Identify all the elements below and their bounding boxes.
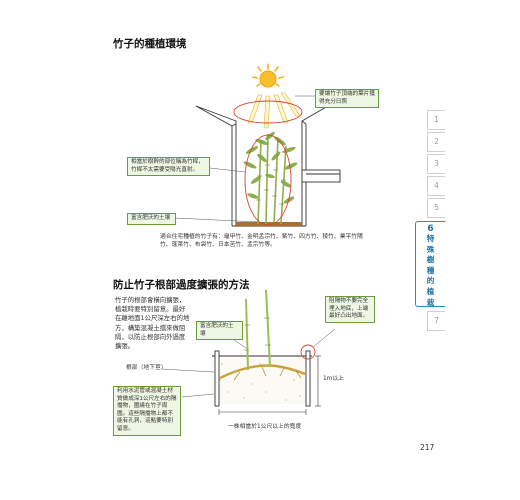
side-tab-1[interactable]: 1 — [427, 110, 445, 130]
bamboo-culms — [245, 289, 271, 371]
side-tab-6-char: 栽 — [426, 297, 435, 307]
barrier-left — [214, 350, 220, 407]
label-barrier-edge: 阻隔物不要完全埋入地底，上端最好凸出地面。 — [325, 296, 375, 323]
house-walls-left — [195, 105, 237, 226]
side-tab-6-number: 6 — [427, 224, 434, 234]
side-tab-6-char: 的 — [426, 276, 435, 286]
label-sun: 要讓竹子頂端的葉片獲得充分日照 — [315, 89, 379, 109]
width-dimension — [218, 409, 307, 415]
leader-wall — [209, 167, 246, 173]
side-tab-6-char: 種 — [426, 265, 435, 275]
soil-section — [212, 355, 312, 404]
side-tab-3[interactable]: 3 — [427, 154, 445, 174]
label-soil-1: 富含肥沃的土壤 — [127, 213, 176, 225]
side-tab-2[interactable]: 2 — [427, 132, 445, 152]
label-culm: 相當於樹幹的部位稱為竹桿，竹桿不太需要受陽光直射。 — [127, 157, 210, 177]
barrier-right — [305, 350, 311, 407]
side-tab-6-active[interactable]: 6 特 殊 樹 種 的 植 栽 — [415, 221, 445, 307]
side-tab-4[interactable]: 4 — [427, 176, 445, 196]
leader-soil — [174, 217, 259, 223]
label-soil-2: 富含肥沃的土壤 — [196, 321, 243, 341]
label-width: 一株相當於1公尺以上的寬度 — [228, 424, 302, 430]
soil-strip — [236, 222, 302, 226]
page-number: 217 — [420, 443, 435, 452]
highlight-culm — [244, 134, 292, 226]
label-barrier-material: 利用水泥管或混凝土材質做成深1公尺左右的隔擋物，圍繞在竹子周圍。這些隔擋物上都不… — [113, 386, 181, 436]
highlight-canopy — [233, 100, 303, 124]
depth-dimension — [315, 355, 321, 407]
side-tab-6-char: 樹 — [426, 255, 435, 265]
section2-heading: 防止竹子根部過度擴張的方法 — [113, 279, 250, 291]
side-tab-5[interactable]: 5 — [427, 198, 445, 218]
side-tab-6-char: 特 — [426, 234, 435, 243]
highlight-barrier-edge — [300, 344, 316, 360]
leader-material — [181, 393, 215, 398]
side-tab-7[interactable]: 7 — [427, 311, 445, 331]
label-rhizome: 根部（地下莖） — [126, 365, 167, 371]
sunbeams — [247, 92, 301, 129]
sun-icon — [252, 63, 284, 88]
bamboo-species-caption: 適合住宅種植的竹子有：龜甲竹、金明孟宗竹、紫竹、四方竹、稜竹、業平竹陽竹、蓬萊竹… — [160, 234, 363, 248]
label-depth: 1m以上 — [323, 376, 344, 382]
section1-heading: 竹子的種植環境 — [113, 38, 187, 50]
house-walls-right — [301, 98, 341, 226]
root-barrier-intro: 竹子的根部會橫向擴張，植栽時要特別留意。最好在離地面1公尺深左右的地方，構築混凝… — [115, 296, 190, 351]
leader-edge — [312, 328, 336, 348]
rhizome — [219, 364, 306, 380]
leader-root — [161, 368, 215, 373]
side-tab-6-char: 殊 — [426, 244, 435, 254]
side-tab-6-char: 植 — [426, 286, 435, 296]
